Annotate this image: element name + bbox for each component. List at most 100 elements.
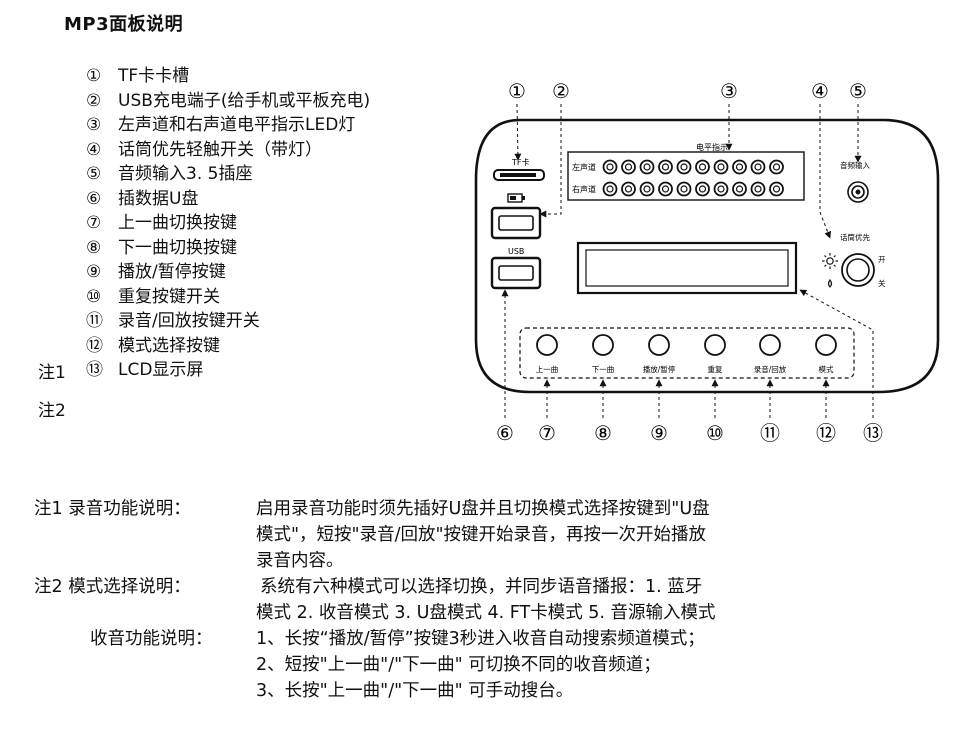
legend-text: 音频输入3. 5插座 [118,164,253,184]
right-channel-label: 右声道 [572,184,596,194]
callout-number: ⑦ [538,421,556,445]
callout-number: ⑨ [650,421,668,445]
led-indicator [695,159,710,175]
radio-label: 收音功能说明： [90,629,213,649]
panel-button[interactable] [815,334,837,356]
led-indicator [621,181,636,197]
led-indicator-inner [624,163,633,171]
led-indicator [750,159,766,175]
mic-priority-switch[interactable] [841,253,875,287]
led-indicator-inner [661,185,670,193]
panel-button-label: 上一曲 [536,364,559,374]
callout-number: ⑬ [863,421,883,445]
usb-data-port-inner [498,265,534,281]
led-indicator [676,159,692,175]
audio-jack-ring [851,185,865,199]
page-title: MP3面板说明 [64,14,184,35]
led-indicator-inner [661,163,670,171]
callout-leader [799,289,874,418]
led-indicator [658,159,673,175]
led-indicator [732,181,747,197]
led-indicator [639,159,655,175]
led-indicator [769,181,784,197]
led-indicator-inner [643,185,651,193]
led-indicator [602,181,618,197]
legend-number: ⑧ [86,237,102,258]
callout-number: ⑥ [496,421,514,445]
legend-text: USB充电端子(给手机或平板充电) [118,90,371,111]
legend-text: 录音/回放按键开关 [118,311,260,331]
led-indicator-inner [772,163,781,171]
panel-diagram: TF卡 USB 电平指示 左声道 右声道 音频输入 话筒优先 开 关 上一曲下一… [474,79,940,445]
led-indicator [732,159,747,175]
radio-line: 1、长按“播放/暂停”按键3秒进入收音自动搜索频道模式； [256,629,705,649]
panel-button[interactable] [704,334,726,356]
panel-outline [474,118,940,394]
tf-label: TF卡 [511,157,530,167]
led-indicator [750,181,766,197]
switch-off-label: 关 [878,278,886,288]
led-indicator [639,181,655,197]
buttons-group [519,327,855,379]
panel-button[interactable] [592,334,614,356]
usb-charge-port-inner [498,215,534,231]
note1-line: 启用录音功能时须先插好U盘并且切换模式选择按键到"U盘 [256,499,710,519]
callout-number: ② [552,79,570,103]
legend-text: TF卡卡槽 [118,66,190,86]
panel-button[interactable] [536,334,558,356]
callout-number: ⑧ [594,421,612,445]
audio-input-jack[interactable] [847,181,869,203]
mic-label: 话筒优先 [840,232,870,242]
panel-button-label: 下一曲 [592,364,615,374]
legend-number: ⑦ [86,213,102,233]
panel-button[interactable] [648,334,670,356]
note-tag-1: 注1 [38,363,66,383]
audio-jack-center [855,189,861,195]
legend-text: 左声道和右声道电平指示LED灯 [118,115,356,135]
led-indicator [713,159,729,175]
led-indicator-inner [735,163,744,171]
callout-number: ⑫ [816,421,836,445]
led-indicator-inner [772,185,781,193]
legend-text: 上一曲切换按键 [118,213,237,233]
led-indicator-inner [643,163,651,171]
led-indicator [676,181,692,197]
legend-text: 插数据U盘 [118,188,199,209]
lcd-inner [585,249,789,287]
usb-label: USB [508,247,524,256]
led-indicator-inner [717,163,725,171]
legend-item: ⑦ 上一曲切换按键 [86,211,370,236]
led-indicator [713,181,729,197]
led-indicator-inner [680,185,688,193]
sun-icon [822,253,838,269]
level-indicator-box [567,151,805,201]
note2-line: 系统有六种模式可以选择切换，并同步语音播报：1. 蓝牙 [260,577,703,597]
callout-leader [819,104,832,239]
led-indicator [658,181,673,197]
led-indicator-inner [606,163,614,171]
led-indicator [621,159,636,175]
button-row: 上一曲下一曲播放/暂停重复录音/回放模式 [536,334,837,374]
legend-number: ③ [86,115,102,135]
callout-leader [514,103,522,161]
led-indicator-inner [698,163,707,171]
callout-number: ④ [811,79,829,103]
panel-button[interactable] [759,334,781,356]
led-indicator-inner [680,163,688,171]
legend-item: ⑤ 音频输入3. 5插座 [86,162,370,187]
note2-label: 注2 模式选择说明： [34,577,191,597]
legend-number: ⑤ [86,164,102,184]
legend-number: ① [86,66,102,86]
note-tag-2: 注2 [38,401,66,421]
led-indicator-inner [606,185,614,193]
